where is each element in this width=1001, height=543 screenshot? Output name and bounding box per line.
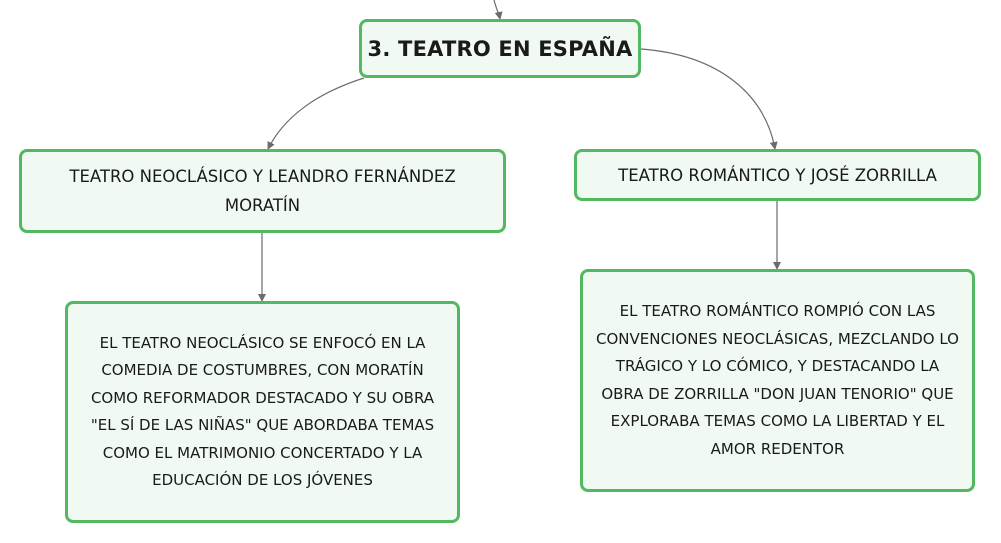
topic-neoclassic-node[interactable]: TEATRO NEOCLÁSICO Y LEANDRO FERNÁNDEZ MO… <box>19 149 506 233</box>
topic-romantic-node[interactable]: TEATRO ROMÁNTICO Y JOSÉ ZORRILLA <box>574 149 981 201</box>
topic-neoclassic-label: TEATRO NEOCLÁSICO Y LEANDRO FERNÁNDEZ MO… <box>69 167 456 215</box>
detail-neoclassic-node[interactable]: EL TEATRO NEOCLÁSICO SE ENFOCÓ EN LA COM… <box>65 301 460 523</box>
connector-parent-to-root <box>493 0 503 20</box>
detail-romantic-text: EL TEATRO ROMÁNTICO ROMPIÓ CON LAS CONVE… <box>596 302 959 458</box>
connector-root-to-neoclassic <box>267 77 365 150</box>
detail-romantic-node[interactable]: EL TEATRO ROMÁNTICO ROMPIÓ CON LAS CONVE… <box>580 269 975 492</box>
detail-neoclassic-text: EL TEATRO NEOCLÁSICO SE ENFOCÓ EN LA COM… <box>90 333 435 490</box>
connector-root-to-romantic <box>640 48 778 150</box>
root-topic-node[interactable]: 3. TEATRO EN ESPAÑA <box>359 19 641 78</box>
topic-romantic-label: TEATRO ROMÁNTICO Y JOSÉ ZORRILLA <box>618 165 937 185</box>
root-topic-label: 3. TEATRO EN ESPAÑA <box>367 36 633 61</box>
